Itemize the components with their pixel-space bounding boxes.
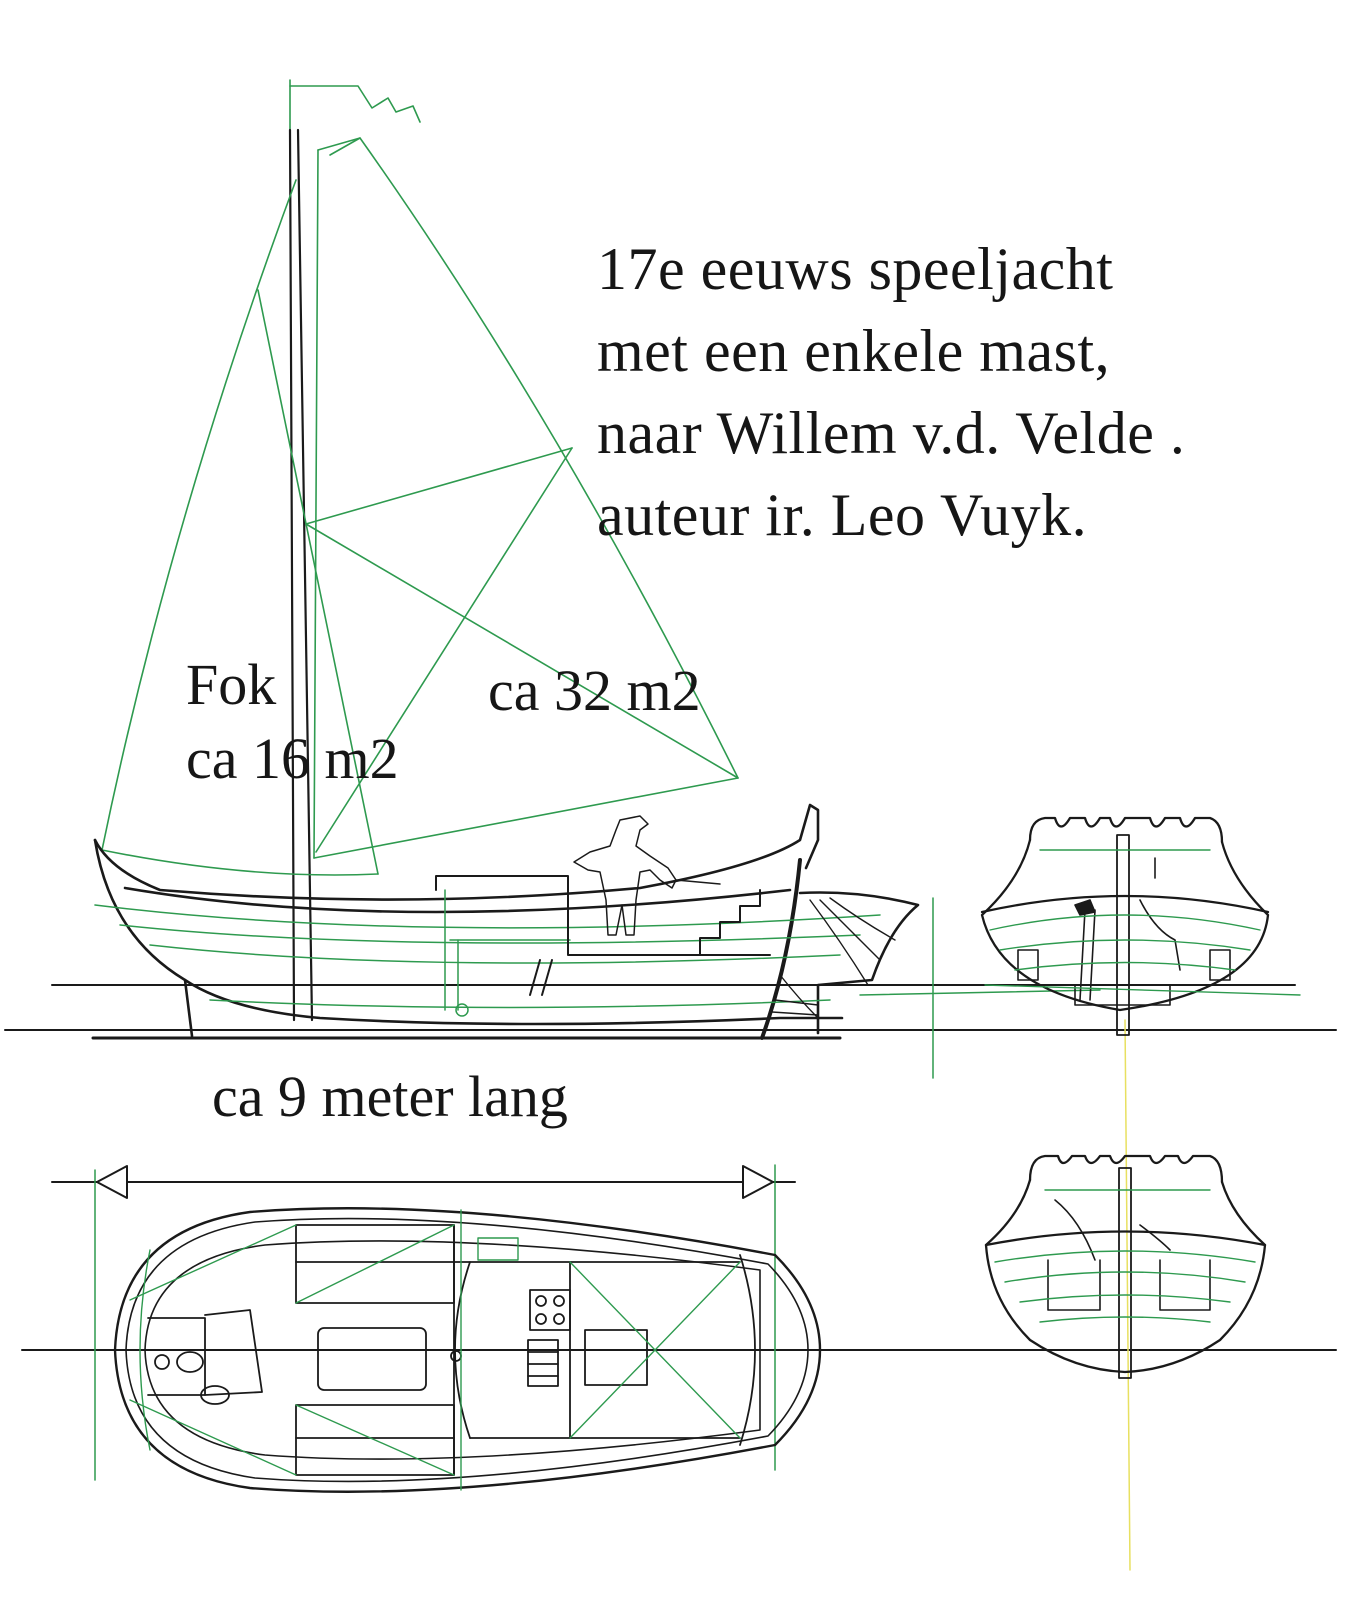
hull-side <box>91 803 920 1040</box>
rear-section-view <box>984 1154 1267 1379</box>
plan-construction-lines <box>129 1209 741 1491</box>
title-line-4: auteur ir. Leo Vuyk. <box>597 482 1088 548</box>
interior-layout <box>147 1224 756 1476</box>
hull-construction-lines <box>94 889 1101 1017</box>
length-dimension-line <box>51 1165 796 1199</box>
rear-section-construction <box>994 1189 1256 1323</box>
jib-area-label: ca 16 m2 <box>186 726 399 791</box>
rear-section-hull <box>984 1154 1267 1379</box>
stern-planking <box>771 897 896 1019</box>
length-dimension-label: ca 9 meter lang <box>212 1064 568 1129</box>
title-block: 17e eeuws speeljacht met een enkele mast… <box>597 228 1185 556</box>
mainsail <box>305 137 739 859</box>
jib-name-label: Fok <box>186 652 277 717</box>
plan-view <box>21 1164 1337 1493</box>
front-section-construction <box>984 849 1301 996</box>
title-line-2: met een enkele mast, <box>597 318 1111 384</box>
dimension-extensions <box>94 1164 776 1481</box>
jib-fok <box>101 179 379 876</box>
front-section-hull <box>980 816 1270 1036</box>
title-line-3: naar Willem v.d. Velde . <box>597 400 1186 466</box>
title-line-1: 17e eeuws speeljacht <box>597 236 1114 302</box>
side-elevation-view <box>4 79 1337 1079</box>
cabin-cockpit <box>435 875 771 996</box>
hull-plan-outline <box>113 1207 822 1493</box>
mast <box>288 128 314 1022</box>
rear-section-details <box>1047 1199 1211 1311</box>
figure-silhouette <box>573 815 721 936</box>
front-section-details <box>1017 857 1231 1006</box>
front-section-view <box>980 816 1301 1571</box>
mainsail-area-label: ca 32 m2 <box>488 658 701 723</box>
